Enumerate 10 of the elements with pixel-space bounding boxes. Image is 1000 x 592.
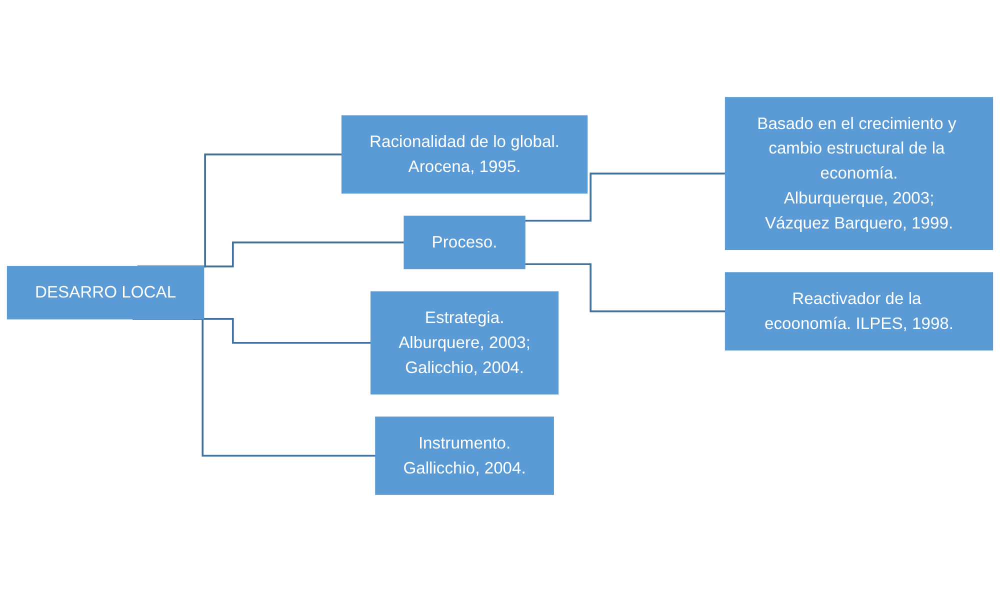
node-box: DESARRO LOCAL [6,266,204,320]
node-box: Basado en el crecimiento y cambio estructural de la economía. Alburquerque, 2003; Vázquez Barquero, 1999. [724,97,994,250]
node-box: Proceso. [404,216,526,270]
connector [132,318,376,457]
node-box: Instrumento. Gallicchio, 2004. [375,416,554,495]
node-box: Reactivador de la ecoonomía. ILPES, 1998. [724,272,994,350]
connector [524,172,726,222]
node-box: Estrategia. Alburquere, 2003; Galicchio, 2004. [370,291,559,394]
connector [524,263,726,312]
node-box: Racionalidad de lo global. Arocena, 1995. [341,115,588,194]
